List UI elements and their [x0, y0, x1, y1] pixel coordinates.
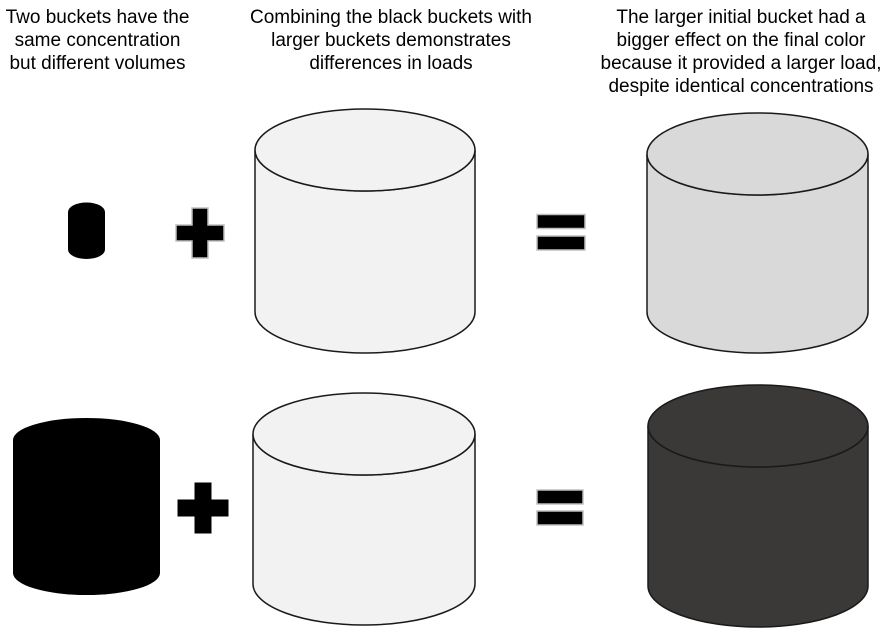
heading-line: because it provided a larger load,: [600, 53, 882, 74]
heading-line: bigger effect on the final color: [616, 30, 866, 51]
heading-line: The larger initial bucket had a: [616, 7, 866, 28]
heading-two-buckets: Two buckets have the same concentration …: [0, 6, 195, 75]
result-bucket-dark-gray: [647, 384, 869, 628]
bucket-rim: [646, 112, 869, 196]
plus-icon: [177, 482, 229, 534]
heading-line: despite identical concentrations: [608, 76, 874, 97]
heading-line: larger buckets demonstrates: [271, 30, 511, 51]
bucket-rim: [254, 108, 476, 192]
heading-line: but different volumes: [9, 53, 186, 74]
large-light-bucket: [254, 108, 476, 354]
large-black-bucket: [13, 418, 160, 595]
large-light-bucket: [252, 392, 476, 626]
heading-line: Two buckets have the: [5, 7, 190, 28]
heading-line: differences in loads: [309, 53, 473, 74]
equals-bar: [536, 489, 584, 505]
bucket-rim: [252, 392, 476, 476]
bucket-rim: [647, 384, 869, 468]
equals-icon: [536, 489, 584, 526]
small-black-bucket: [68, 202, 105, 259]
heading-line: same concentration: [14, 30, 181, 51]
equals-bar: [536, 510, 584, 526]
heading-larger-bucket-effect: The larger initial bucket had a bigger e…: [591, 6, 891, 98]
plus-icon: [175, 207, 225, 259]
equals-icon: [536, 213, 586, 251]
result-bucket-medium-gray: [646, 112, 869, 354]
equals-bar: [536, 235, 586, 251]
heading-combining-buckets: Combining the black buckets with larger …: [241, 6, 541, 75]
equals-bar: [536, 213, 586, 230]
heading-line: Combining the black buckets with: [250, 7, 532, 28]
